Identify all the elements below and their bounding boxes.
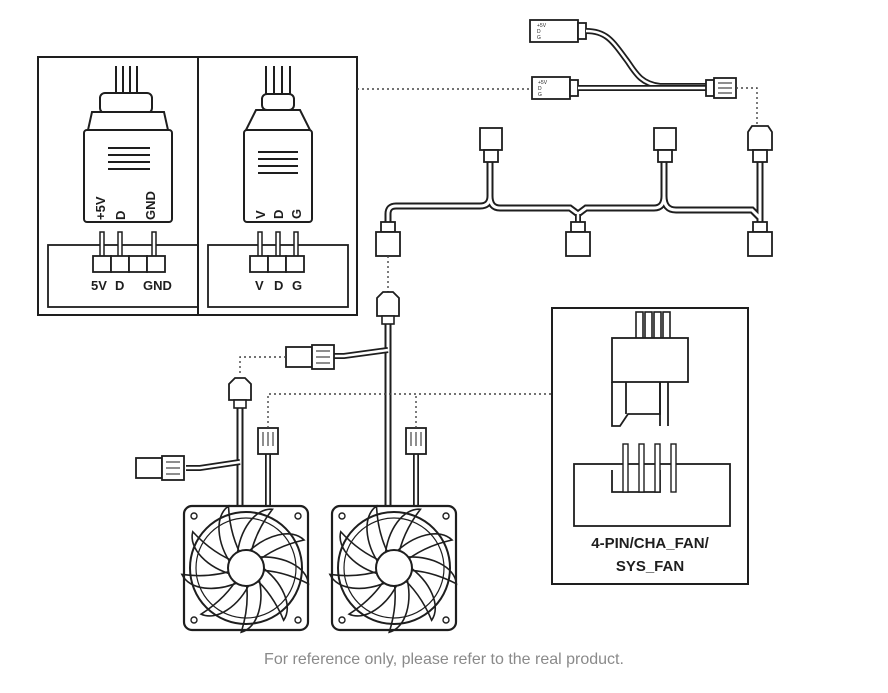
mid-connector-label-5v: +5V (538, 80, 548, 86)
rgb-plug-label-v: V (253, 210, 268, 219)
rgb-connector-panel: V D G V D G (197, 56, 358, 316)
rgb-plug-label-d: D (271, 210, 286, 219)
argb-connector-panel: +5V D GND 5V D GND (37, 56, 199, 316)
argb-header-label-5v: 5V (91, 278, 107, 293)
top-connector-label-d: D (537, 29, 541, 35)
top-connector-label-g: G (537, 35, 541, 41)
argb-plug-label-5v: +5V (93, 196, 108, 220)
left-fan-cables (135, 377, 279, 508)
mid-connector-label-g: G (538, 92, 542, 98)
argb-header-label-d: D (115, 278, 124, 293)
argb-header-label-gnd: GND (143, 278, 172, 293)
top-connector-label-5v: +5V (537, 23, 547, 29)
fan-header-label-line1: 4-PIN/CHA_FAN/ (591, 535, 709, 552)
rgb-header-label-g: G (292, 278, 302, 293)
argb-plug-label-d: D (113, 211, 128, 220)
argb-plug-label-gnd: GND (143, 191, 158, 220)
rgb-plug-label-g: G (289, 209, 304, 219)
fan-header-label-line2: SYS_FAN (616, 558, 684, 575)
hub-cable (375, 125, 773, 257)
right-fan (327, 503, 462, 637)
rgb-header-label-d: D (274, 278, 283, 293)
right-fan-pwm-cable (405, 427, 427, 508)
mid-connector-label-d: D (538, 86, 542, 92)
reference-disclaimer: For reference only, please refer to the … (264, 651, 624, 668)
top-y-splitter-cable: +5V D G +5V D G (529, 19, 737, 100)
dotted-link-splitter-hub (736, 87, 758, 132)
rgb-header-label-v: V (255, 278, 264, 293)
left-fan (179, 503, 314, 637)
dotted-link-harness-fan1 (239, 356, 286, 376)
fan-header-panel: 4-PIN/CHA_FAN/ SYS_FAN (551, 307, 749, 585)
dotted-link-fan1-header (267, 393, 552, 428)
fan-cable-harness (285, 291, 400, 508)
